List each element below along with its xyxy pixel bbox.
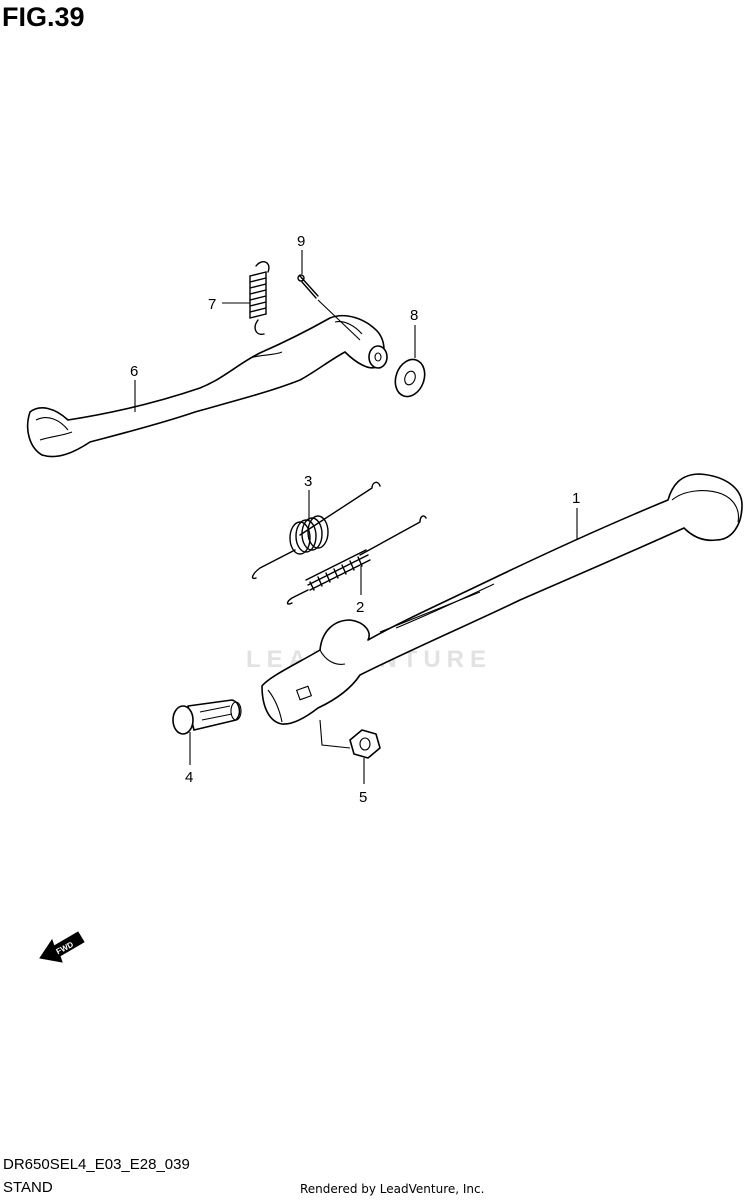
part-4-bolt[interactable]: [172, 699, 242, 735]
callout-3-label: 3: [304, 473, 312, 490]
callout-5[interactable]: 5: [359, 758, 367, 806]
part-7-spring[interactable]: [249, 261, 270, 335]
part-3-spring[interactable]: [251, 481, 381, 580]
callout-8[interactable]: 8: [410, 307, 418, 358]
part-1-side-stand[interactable]: [261, 473, 743, 725]
callout-7[interactable]: 7: [208, 296, 250, 313]
part-9-pin[interactable]: [297, 274, 361, 341]
callout-2[interactable]: 2: [356, 566, 364, 616]
callout-5-label: 5: [359, 789, 367, 806]
diagram-code: DR650SEL4_E03_E28_039: [3, 1156, 190, 1173]
callout-4[interactable]: 4: [185, 732, 193, 786]
callout-4-label: 4: [185, 769, 193, 786]
callout-9-label: 9: [297, 233, 305, 250]
render-credit: Rendered by LeadVenture, Inc.: [300, 1182, 485, 1196]
part-8-washer[interactable]: [390, 355, 429, 400]
callout-3[interactable]: 3: [304, 473, 312, 520]
callout-6-label: 6: [130, 363, 138, 380]
callout-6[interactable]: 6: [130, 363, 138, 412]
callout-9[interactable]: 9: [297, 233, 305, 274]
callout-8-label: 8: [410, 307, 418, 324]
callout-1[interactable]: 1: [572, 490, 580, 540]
callout-2-label: 2: [356, 599, 364, 616]
callout-1-label: 1: [572, 490, 580, 507]
section-name: STAND: [3, 1179, 53, 1196]
callout-7-label: 7: [208, 296, 216, 313]
part-2-spring[interactable]: [286, 515, 427, 605]
fwd-arrow-icon: FWD: [39, 931, 85, 963]
part-6-lever[interactable]: [26, 314, 388, 458]
part-5-nut[interactable]: [319, 719, 381, 759]
figure-title: FIG.39: [2, 2, 85, 32]
